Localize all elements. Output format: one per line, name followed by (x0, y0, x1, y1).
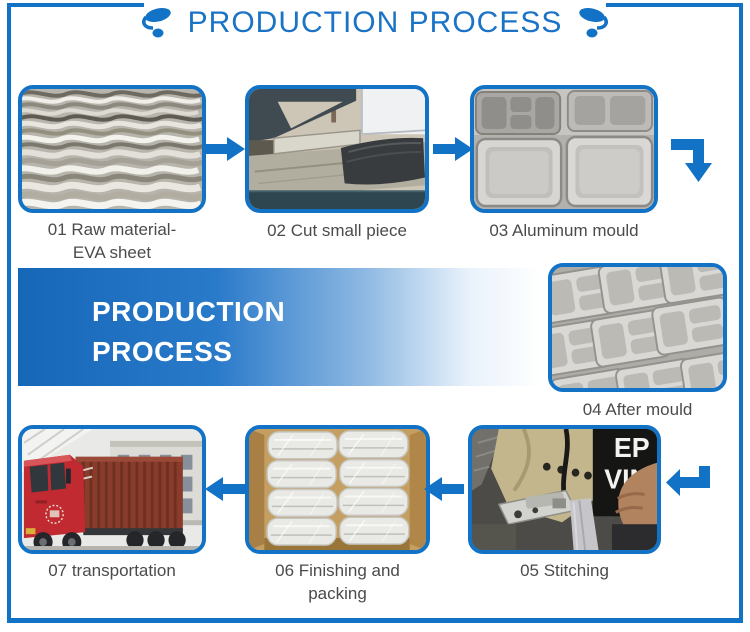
step-04-caption: 04 After mould (582, 400, 693, 419)
arrow-left-icon-step5-6 (424, 477, 464, 501)
arrow-right-icon-step1-2 (205, 137, 245, 161)
frame-border-bottom (7, 618, 743, 623)
arrow-turn-left-icon-step4-5 (666, 466, 710, 496)
frame-border-right (739, 3, 743, 623)
step-02-caption: 02 Cut small piece (267, 221, 407, 240)
photo-finishing-packing (245, 425, 430, 554)
sewing-machine-image: EP VIN (472, 429, 657, 550)
frame-border-top-right (606, 3, 743, 7)
cutting-machine-image (249, 89, 425, 209)
step-03-caption: 03 Aluminum mould (489, 221, 639, 240)
photo-transportation-truck (18, 425, 206, 554)
production-process-banner: PRODUCTION PROCESS (18, 268, 542, 386)
photo-after-mould-trays (548, 263, 727, 392)
photo-raw-material-eva-sheets (18, 85, 206, 213)
photo-stitching: EP VIN (468, 425, 661, 554)
frame-border-left (7, 3, 11, 623)
arrow-left-icon-step6-7 (205, 477, 245, 501)
step-07-caption: 07 transportation (48, 561, 176, 580)
music-swirl-icon-left (141, 7, 171, 38)
step-01-caption: 01 Raw material- EVA sheet (47, 220, 177, 262)
banner-line-2: PROCESS (92, 336, 233, 367)
step-05-caption: 05 Stitching (520, 561, 609, 580)
header: PRODUCTION PROCESS (0, 1, 750, 45)
banner-line-1: PRODUCTION (92, 296, 286, 327)
packed-cases-image (249, 429, 426, 550)
aluminum-mould-image (474, 89, 654, 209)
music-swirl-icon-right (579, 7, 609, 38)
arrow-turn-down-icon-step3-4 (671, 139, 712, 182)
eva-sheet-stack-image (22, 89, 202, 209)
step-06-caption: 06 Finishing and packing (275, 561, 400, 603)
page-title: PRODUCTION PROCESS (187, 6, 563, 39)
moulded-trays-image (552, 267, 723, 388)
svg-text:EP: EP (614, 431, 650, 463)
banner-text: PRODUCTION PROCESS (18, 268, 542, 372)
frame-border-top-left (7, 3, 144, 7)
arrow-right-icon-step2-3 (433, 137, 473, 161)
container-truck-image (22, 429, 202, 550)
photo-aluminum-mould (470, 85, 658, 213)
photo-cutting-machine (245, 85, 429, 213)
